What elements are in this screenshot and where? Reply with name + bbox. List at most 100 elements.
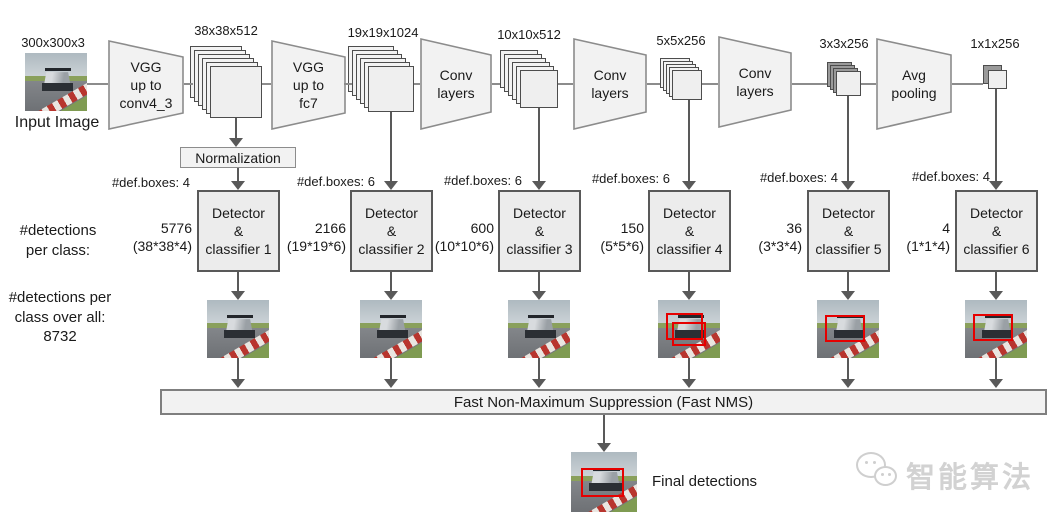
connector-line (702, 83, 718, 85)
connector-line (647, 83, 660, 85)
final-detection-image (571, 452, 637, 512)
chat-bubble-small (874, 466, 897, 486)
bounding-box (825, 315, 865, 342)
arrow-head (989, 181, 1003, 190)
detection-thumb-4 (658, 300, 720, 358)
detection-thumb-1 (207, 300, 269, 358)
connector-line (558, 83, 573, 85)
arrow-line (235, 118, 237, 138)
car-base (376, 330, 408, 338)
arrow-line (390, 272, 392, 291)
map-label-1x1: 1x1x256 (970, 36, 1020, 51)
arrow-head (841, 291, 855, 300)
arrow-head (231, 291, 245, 300)
map-label-19x19: 19x19x1024 (347, 25, 419, 40)
map-label-38x38: 38x38x512 (194, 23, 258, 38)
input-image-caption: Input Image (14, 114, 100, 131)
arrow-head (532, 181, 546, 190)
vgg-conv4_3-block (108, 40, 184, 130)
avg-pooling-block (876, 38, 952, 131)
nms-bar: Fast Non-Maximum Suppression (Fast NMS) (160, 389, 1047, 415)
detections-count-3: 600 (10*10*6) (434, 220, 494, 255)
conv-layers-label-3: Conv layers (736, 64, 774, 99)
detector-classifier-6: Detector & classifier 6 (955, 190, 1038, 272)
feature-map-stack-10x10 (500, 50, 558, 108)
vgg-fc7-label: VGG up to fc7 (292, 58, 325, 112)
arrow-line (237, 168, 239, 181)
car-base (588, 483, 622, 491)
conv-layers-block-3 (718, 36, 792, 129)
map-label-3x3: 3x3x256 (819, 36, 869, 51)
detections-count-6: 4 (1*1*4) (906, 220, 950, 255)
arrow-head (597, 443, 611, 452)
car-wing (985, 315, 1011, 318)
arrow-line (847, 272, 849, 291)
detection-thumb-2 (360, 300, 422, 358)
watermark: 智能算法 (856, 448, 1056, 498)
map-label-10x10: 10x10x512 (497, 27, 561, 42)
arrow-head (384, 379, 398, 388)
bubble-eye (873, 461, 876, 464)
avg-pooling-label: Avg pooling (891, 66, 937, 101)
feature-map-stack-5x5 (660, 58, 702, 100)
detection-thumb-3 (508, 300, 570, 358)
detections-count-1: 5776 (38*38*4) (132, 220, 192, 255)
normalization-box: Normalization (180, 147, 296, 168)
input-image (25, 53, 87, 111)
car-base (981, 330, 1013, 338)
feature-map-cube-1x1 (983, 65, 1007, 89)
def-boxes-label-3: #def.boxes: 6 (443, 173, 522, 188)
detector-classifier-2: Detector & classifier 2 (350, 190, 433, 272)
arrow-head (384, 291, 398, 300)
wechat-icon (856, 450, 902, 492)
arrow-head (532, 291, 546, 300)
arrow-line (237, 272, 239, 291)
watermark-text: 智能算法 (906, 462, 1035, 494)
feature-map-sheet (210, 66, 262, 118)
arrow-line (847, 358, 849, 379)
detector-classifier-4: Detector & classifier 4 (648, 190, 731, 272)
connector-line (792, 83, 827, 85)
arrow-line (688, 358, 690, 379)
detections-overall-label: #detections per class over all: 8732 (8, 289, 112, 345)
bubble-eye (881, 473, 884, 476)
car-base (223, 330, 255, 338)
arrow-head (229, 138, 243, 147)
detector-classifier-3: Detector & classifier 3 (498, 190, 581, 272)
conv-layers-label-2: Conv layers (591, 66, 629, 101)
vgg-conv4_3-label: VGG up to conv4_3 (119, 58, 173, 112)
def-boxes-label-2: #def.boxes: 6 (296, 174, 375, 189)
arrow-head (231, 379, 245, 388)
feature-map-sheet (368, 66, 414, 112)
detector-classifier-1: Detector & classifier 1 (197, 190, 280, 272)
car-base (524, 330, 556, 338)
normalization-label: Normalization (195, 149, 281, 166)
car-base (833, 330, 865, 338)
conv-layers-block-2 (573, 38, 647, 131)
final-detections-label: Final detections (652, 473, 758, 490)
arrow-line (688, 272, 690, 291)
nms-label: Fast Non-Maximum Suppression (Fast NMS) (453, 393, 754, 411)
car-wing (380, 315, 406, 318)
arrow-head (841, 181, 855, 190)
arrow-head (682, 181, 696, 190)
arrow-head (682, 379, 696, 388)
bounding-box (672, 322, 706, 346)
bounding-box (581, 468, 624, 497)
arrow-line (538, 272, 540, 291)
arrow-line (390, 112, 392, 181)
arrow-line (995, 89, 997, 181)
connector-line (87, 83, 108, 85)
connector-line (414, 83, 420, 85)
conv-layers-block-1 (420, 38, 492, 131)
bubble-eye (865, 461, 868, 464)
detections-count-5: 36 (3*3*4) (758, 220, 802, 255)
connector-line (492, 83, 500, 85)
feature-map-sheet (988, 70, 1007, 89)
bubble-eye (888, 473, 891, 476)
def-boxes-label-1: #def.boxes: 4 (111, 175, 190, 190)
feature-map-stack-19x19 (348, 46, 414, 112)
def-boxes-label-6: #def.boxes: 4 (911, 169, 990, 184)
bounding-box (973, 314, 1013, 341)
